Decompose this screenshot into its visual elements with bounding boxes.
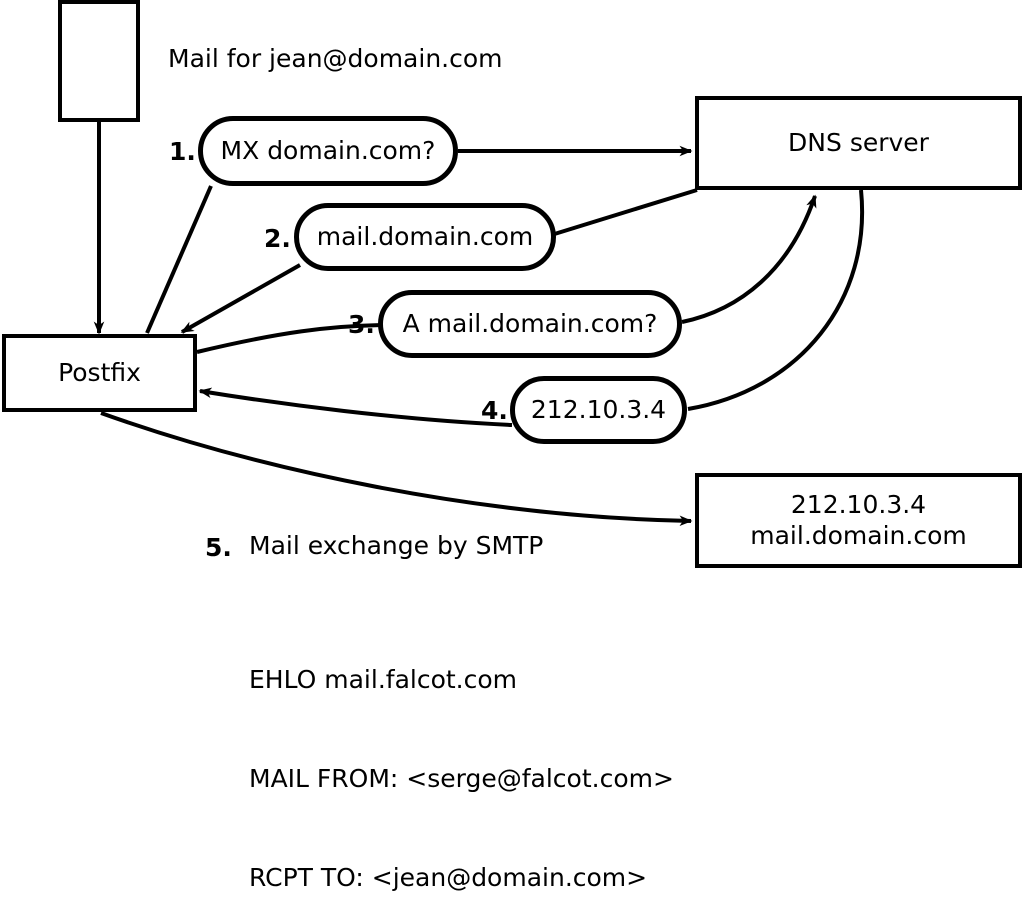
- mail-for-annotation: Mail for jean@domain.com: [168, 44, 503, 73]
- smtp-line: MAIL FROM: <serge@falcot.com>: [249, 764, 674, 793]
- smtp-line: RCPT TO: <jean@domain.com>: [249, 863, 648, 892]
- message-pill-mx-answer: mail.domain.com: [294, 203, 556, 271]
- message-pill-a-query-label: A mail.domain.com?: [402, 308, 658, 338]
- connector-postfix-to-mx-query: [145, 185, 213, 334]
- step-number-3: 3.: [348, 310, 375, 339]
- node-dns-server-label: DNS server: [788, 127, 929, 157]
- message-pill-mx-answer-label: mail.domain.com: [316, 221, 534, 251]
- connector-a-answer-to-postfix: [198, 387, 513, 427]
- node-sender-box: [58, 0, 140, 122]
- node-postfix-label: Postfix: [58, 357, 141, 387]
- step-number-2: 2.: [264, 224, 291, 253]
- message-pill-mx-query-label: MX domain.com?: [220, 135, 436, 165]
- node-mail-host-label: 212.10.3.4 mail.domain.com: [750, 490, 967, 550]
- message-pill-a-answer: 212.10.3.4: [510, 376, 687, 444]
- connector-a-query-to-dns: [681, 194, 817, 324]
- connector-postfix-to-a-query: [196, 323, 383, 354]
- connector-mx-answer-to-postfix: [180, 263, 301, 334]
- node-postfix: Postfix: [2, 334, 197, 412]
- step-number-1: 1.: [169, 137, 196, 166]
- node-mail-host: 212.10.3.4 mail.domain.com: [695, 473, 1022, 568]
- message-pill-mx-query: MX domain.com?: [198, 116, 458, 186]
- connector-dns-to-a-answer: [687, 189, 865, 411]
- connector-dns-to-mx-answer: [547, 188, 698, 238]
- message-pill-a-query: A mail.domain.com?: [378, 290, 682, 358]
- connector-postfix-to-mail-host: [100, 411, 693, 527]
- step-5-label: Mail exchange by SMTP: [249, 531, 544, 560]
- smtp-line: EHLO mail.falcot.com: [249, 665, 518, 694]
- step-number-4: 4.: [481, 396, 508, 425]
- message-pill-a-answer-label: 212.10.3.4: [530, 394, 667, 424]
- node-dns-server: DNS server: [695, 96, 1022, 190]
- step-number-5: 5.: [205, 533, 232, 562]
- smtp-transcript: EHLO mail.falcot.com MAIL FROM: <serge@f…: [249, 597, 674, 919]
